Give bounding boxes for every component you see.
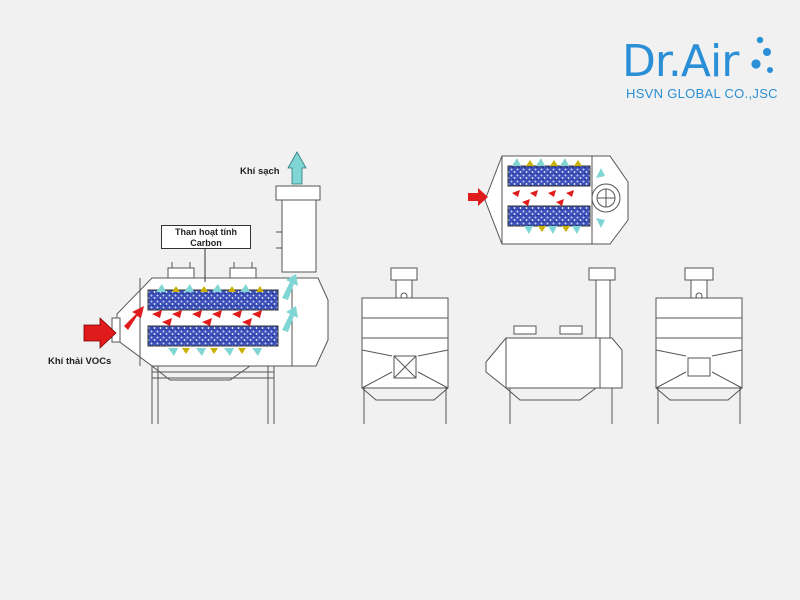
carbon-bed-lower xyxy=(147,325,279,347)
outlet-arrow-lower xyxy=(282,306,298,332)
logo-dots-icon xyxy=(751,36,773,73)
flow-arrows-main xyxy=(152,284,264,356)
brand-logo: Dr.Air xyxy=(622,36,739,87)
inner-inlet-arrow xyxy=(124,306,144,330)
outlet-arrow-upper xyxy=(282,274,298,300)
clean-air-arrow xyxy=(287,151,307,185)
top-carbon-bed-lower xyxy=(507,205,591,227)
voc-exhaust-label: Khí thải VOCs xyxy=(48,356,112,367)
flow-arrows-top xyxy=(512,158,605,234)
inlet-arrow xyxy=(83,317,117,349)
carbon-callout: Than hoạt tính Carbon xyxy=(161,225,251,249)
carbon-callout-line2: Carbon xyxy=(190,238,222,248)
company-name: HSVN GLOBAL CO.,JSC xyxy=(626,86,778,101)
side-view xyxy=(485,267,623,424)
rear-view xyxy=(655,267,743,424)
top-carbon-bed-upper xyxy=(507,165,591,187)
carbon-bed-upper xyxy=(147,289,279,311)
top-inlet-arrow xyxy=(468,188,488,206)
front-view xyxy=(361,267,449,424)
exhaust-stack xyxy=(275,185,321,201)
carbon-callout-line1: Than hoạt tính xyxy=(175,227,237,237)
clean-air-label: Khí sạch xyxy=(240,166,280,177)
